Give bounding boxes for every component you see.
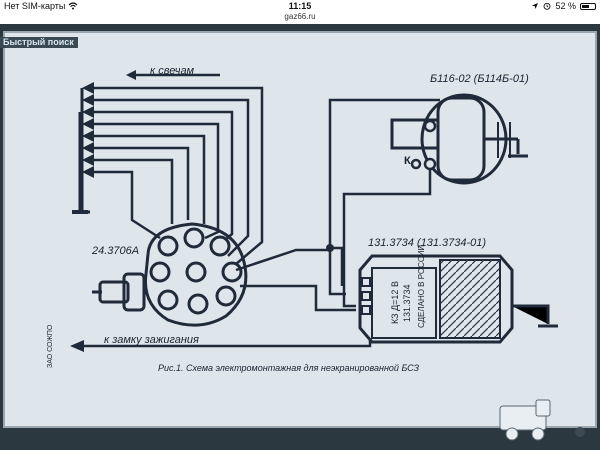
label-k-terminal: К (404, 155, 411, 167)
carrier-area: Нет SIM-карты (4, 1, 78, 11)
clock: 11:15 (288, 1, 312, 11)
switch-connector-pins (361, 277, 371, 315)
paper-sheet (4, 32, 596, 427)
spark-plug-arrows (82, 82, 94, 178)
status-bar: Нет SIM-карты 11:15 gaz66.ru 52 % (0, 0, 600, 24)
figure-caption: Рис.1. Схема электромонтажная для неэкра… (158, 363, 419, 373)
schematic-diagram: к свечам 24.3706А (0, 24, 600, 450)
wifi-icon (68, 2, 78, 10)
switch-text-1: КЗ Д=12 В (390, 281, 400, 324)
switch-unit (358, 254, 558, 344)
carrier-label: Нет SIM-карты (4, 1, 66, 11)
label-spark-plugs: к свечам (150, 65, 195, 77)
label-switch: 131.3734 (131.3734-01) (368, 237, 486, 249)
alarm-icon (544, 2, 551, 10)
page-url[interactable]: gaz66.ru (284, 12, 316, 21)
coil-terminals (410, 119, 437, 171)
distributor-terminals (149, 227, 243, 315)
print-stamp: ЗАО СОЖПО (47, 324, 54, 368)
switch-text-2: 131.3734 (402, 284, 412, 322)
ignition-coil (390, 93, 528, 185)
label-coil: Б116-02 (Б114Б-01) (430, 73, 529, 85)
battery-area: 52 % (531, 1, 596, 11)
quick-search-tab[interactable]: Быстрый поиск (0, 37, 78, 48)
location-arrow-icon (532, 3, 539, 9)
distributor (92, 222, 248, 327)
switch-text-3: СДЕЛАНО В РОССИИ (417, 245, 426, 328)
schematic-photo: к свечам 24.3706А (0, 24, 600, 450)
page-indicator-dot (575, 427, 585, 437)
battery-percent: 52 % (555, 1, 576, 11)
battery-icon (580, 2, 596, 10)
label-ignition: к замку зажигания (104, 334, 199, 346)
battery-fill (582, 4, 590, 8)
site-watermark-truck (499, 399, 551, 441)
junction-dot (326, 244, 334, 252)
label-distributor: 24.3706А (91, 245, 139, 257)
